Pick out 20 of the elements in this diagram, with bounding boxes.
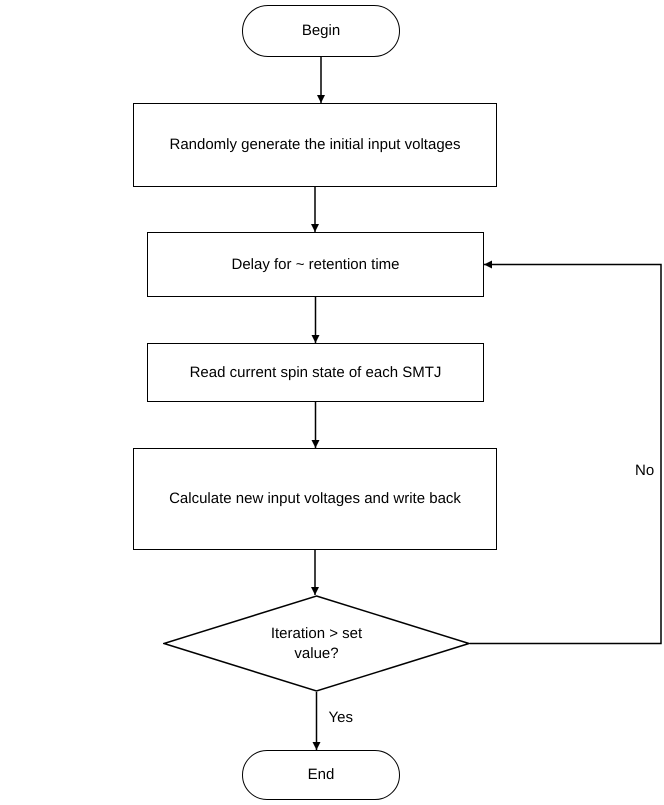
process-box (133, 103, 497, 187)
arrow (312, 297, 320, 343)
node-text: Delay for ~ retention time (232, 254, 400, 274)
arrow (311, 187, 319, 232)
arrow (470, 260, 662, 644)
node-text: Read current spin state of each SMTJ (190, 362, 442, 382)
node-text: Iteration > set value? (270, 624, 364, 664)
arrow (312, 402, 320, 448)
node-text: End (308, 765, 334, 785)
node-text: Begin (302, 21, 340, 41)
terminal-box (242, 750, 400, 800)
process-box (147, 232, 484, 297)
arrow (312, 692, 320, 750)
process-box (147, 343, 484, 402)
terminal-box (242, 5, 400, 57)
node-text: Calculate new input voltages and write back (169, 489, 461, 509)
process-box (133, 448, 497, 550)
arrow (317, 57, 325, 103)
node-text: Randomly generate the initial input voltages (169, 135, 460, 155)
arrow (311, 550, 319, 595)
